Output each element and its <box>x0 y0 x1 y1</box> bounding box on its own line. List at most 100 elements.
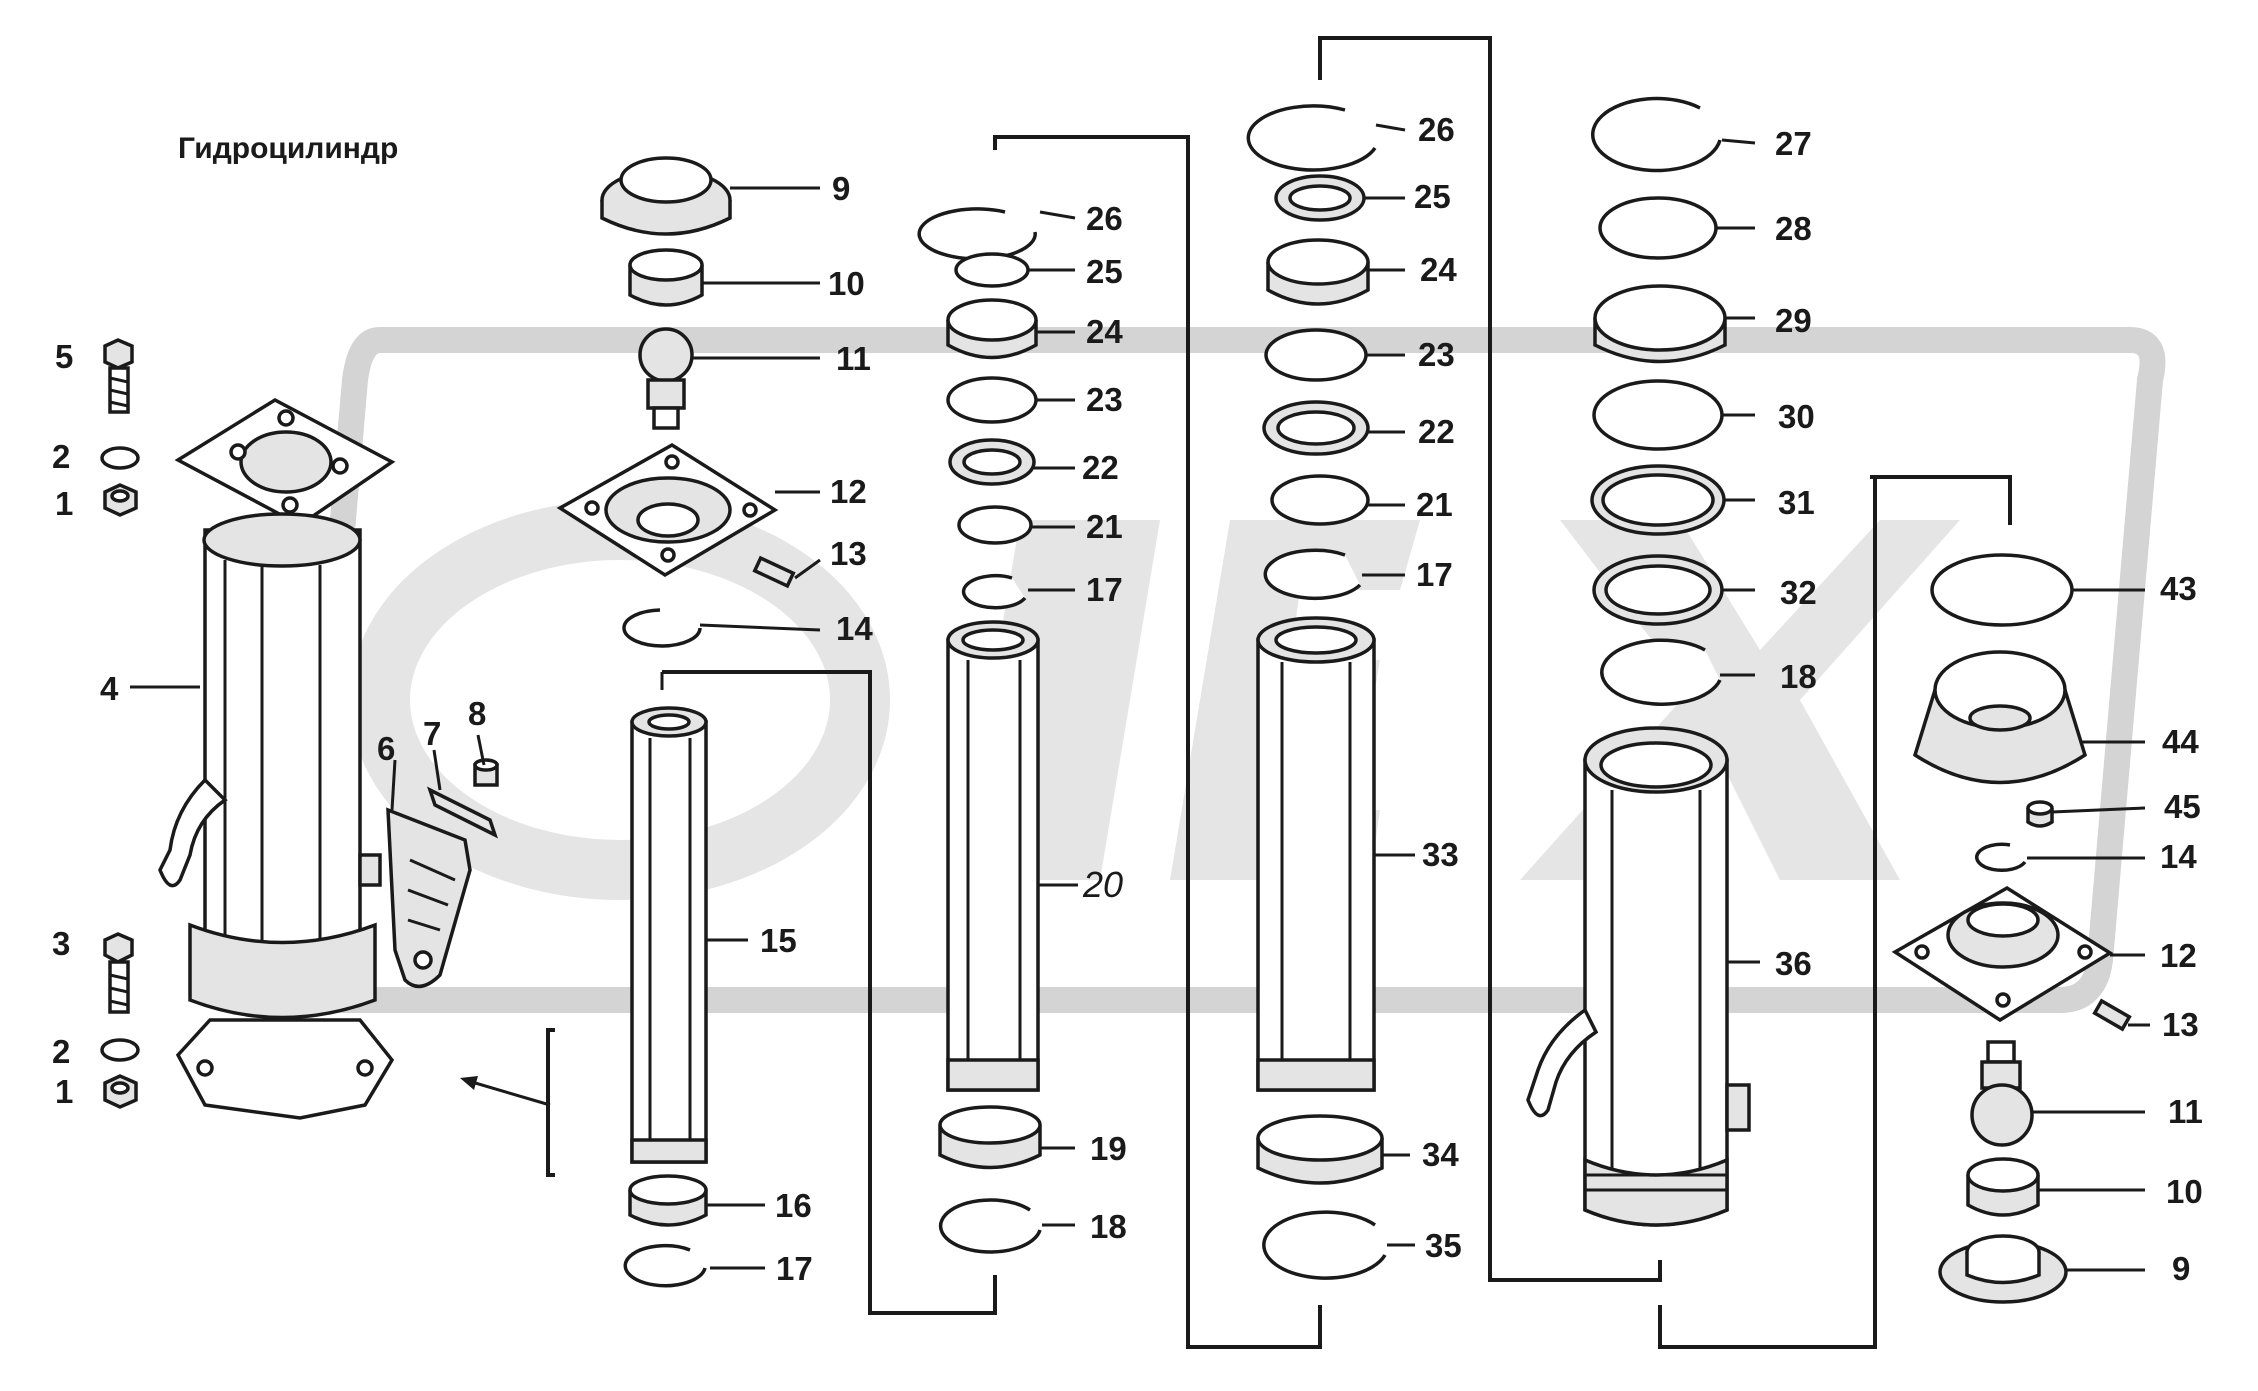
ring-23-c <box>1264 328 1368 382</box>
callout-20: 20 <box>1082 864 1123 905</box>
assembly-frame-d <box>1658 475 2012 1349</box>
callout-17: 17 <box>776 1250 813 1287</box>
callout-30: 30 <box>1778 398 1815 435</box>
callout-27: 27 <box>1775 125 1812 162</box>
callout-6: 6 <box>377 730 395 767</box>
callout-16: 16 <box>775 1187 812 1224</box>
ring-26-b <box>917 207 1037 261</box>
ring-25-c-inner <box>1288 184 1352 212</box>
callout-13: 13 <box>2162 1006 2199 1043</box>
callout-26: 26 <box>1418 111 1455 148</box>
ring-27 <box>1591 96 1722 173</box>
arrow-head <box>460 1076 478 1090</box>
callout-4: 4 <box>100 670 119 707</box>
callout-10: 10 <box>828 265 865 302</box>
callout-23: 23 <box>1418 336 1455 373</box>
cap-9-e <box>1938 1234 2068 1304</box>
plug-8 <box>473 758 499 787</box>
callout-25: 25 <box>1086 253 1123 290</box>
callout-18: 18 <box>1780 658 1817 695</box>
ring-21-c <box>1270 474 1370 526</box>
callout-22: 22 <box>1082 449 1119 486</box>
callout-35: 35 <box>1425 1227 1462 1264</box>
bushing-19 <box>938 1105 1042 1170</box>
callout-26: 26 <box>1086 200 1123 237</box>
callout-28: 28 <box>1775 210 1812 247</box>
callout-14: 14 <box>836 610 873 647</box>
callout-13: 13 <box>830 535 867 572</box>
nut-16 <box>628 1174 708 1227</box>
ring-18-d <box>1600 638 1722 706</box>
callout-24: 24 <box>1420 251 1457 288</box>
assembly-frame-a <box>662 670 997 1315</box>
leaders-column-d <box>1716 138 1760 964</box>
nut-1-bottom <box>103 1074 138 1109</box>
assembly-frame-c <box>1318 36 1662 1282</box>
callout-21: 21 <box>1086 508 1123 545</box>
seal-10 <box>628 248 704 307</box>
callout-3: 3 <box>52 925 70 962</box>
callout-1: 1 <box>55 485 73 522</box>
rod-15 <box>630 706 708 1164</box>
cylinder-assembly-4 <box>158 397 396 1120</box>
callout-21: 21 <box>1416 486 1453 523</box>
callout-11: 11 <box>836 340 871 377</box>
bushing-24-c <box>1266 238 1370 306</box>
retaining-ring-14 <box>622 608 702 648</box>
ring-17-b <box>961 573 1027 610</box>
diagram-title: Гидроцилиндр <box>178 132 399 165</box>
callout-44: 44 <box>2162 723 2199 760</box>
leaders-column-a <box>692 186 821 1270</box>
callout-32: 32 <box>1780 574 1817 611</box>
callout-2: 2 <box>52 438 70 475</box>
washer-2-top <box>100 446 140 470</box>
bracket-mark-left <box>546 1028 555 1177</box>
ring-22-b-inner <box>962 448 1022 476</box>
ring-43 <box>1930 553 2074 627</box>
leader-6 <box>390 759 397 811</box>
leaders-column-b <box>1028 210 1078 1227</box>
callout-18: 18 <box>1090 1208 1127 1245</box>
cap-9 <box>600 156 732 236</box>
bushing-24-b <box>946 298 1038 360</box>
sleeve-20 <box>946 620 1040 1092</box>
seal-10-e <box>1966 1157 2040 1217</box>
plate-7 <box>427 786 498 839</box>
plug-13-e <box>2092 998 2132 1032</box>
ring-21-b <box>957 505 1033 545</box>
callout-43: 43 <box>2160 570 2197 607</box>
retaining-ring-17 <box>623 1243 707 1288</box>
leaders-column-e <box>2027 588 2150 1272</box>
ball-pin-11 <box>638 327 694 430</box>
callout-14: 14 <box>2160 838 2197 875</box>
callout-2: 2 <box>52 1033 70 1070</box>
ring-31 <box>1590 464 1726 536</box>
callout-12: 12 <box>2160 937 2197 974</box>
leader-7 <box>432 749 442 791</box>
callout-labels: 5 2 1 4 3 2 1 6 7 8 9 10 11 12 13 14 15 … <box>52 111 2203 1287</box>
bushing-34 <box>1256 1114 1384 1185</box>
callout-17: 17 <box>1416 556 1453 593</box>
washer-2-bottom <box>100 1038 140 1062</box>
bracket-6 <box>386 807 472 989</box>
assembly-arrow <box>464 1078 551 1107</box>
callout-5: 5 <box>55 338 73 375</box>
callout-24: 24 <box>1086 313 1123 350</box>
callout-17: 17 <box>1086 571 1123 608</box>
ring-28 <box>1598 196 1718 260</box>
ring-23-b <box>946 376 1038 424</box>
callout-12: 12 <box>830 473 867 510</box>
callout-19: 19 <box>1090 1130 1127 1167</box>
bolt-3 <box>103 932 134 1014</box>
callout-8: 8 <box>468 695 486 732</box>
assembly-frame-b <box>993 135 1322 1349</box>
callout-31: 31 <box>1778 484 1815 521</box>
callout-15: 15 <box>760 922 797 959</box>
bushing-29 <box>1593 284 1727 364</box>
retaining-ring-14-e <box>1974 842 2027 872</box>
ring-30 <box>1592 379 1724 451</box>
callout-22: 22 <box>1418 413 1455 450</box>
callout-36: 36 <box>1775 945 1812 982</box>
callout-9: 9 <box>2172 1250 2190 1287</box>
